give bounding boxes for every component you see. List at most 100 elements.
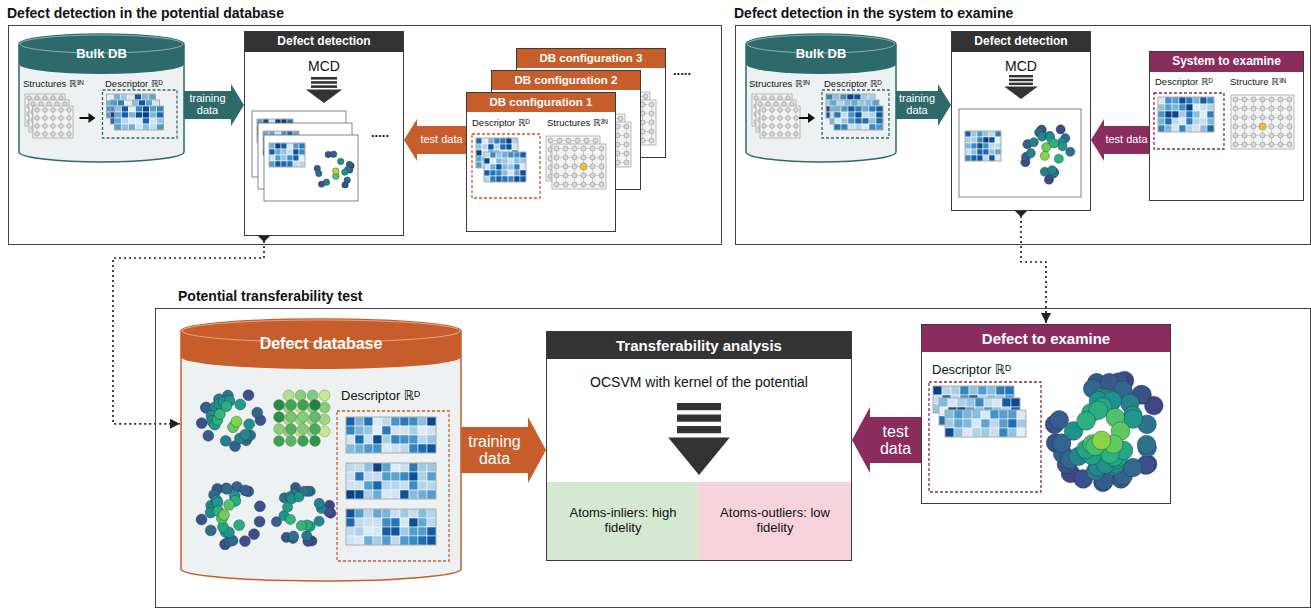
illustration-part	[981, 410, 990, 419]
illustration-part	[1260, 106, 1265, 111]
illustration-part	[373, 509, 382, 518]
illustration-part	[275, 143, 281, 149]
illustration-part	[31, 102, 35, 106]
illustration-part	[841, 118, 848, 124]
illustration-part	[293, 155, 299, 161]
illustration-part	[310, 436, 321, 447]
illustration-part	[391, 490, 400, 499]
illustration-part	[572, 164, 577, 169]
atomic-cluster	[271, 482, 336, 546]
illustration-part	[1193, 104, 1200, 111]
illustration-part	[418, 435, 427, 444]
illustration-part	[311, 85, 337, 88]
illustration-part	[977, 149, 983, 155]
illustration-part	[584, 138, 589, 143]
illustration-part	[391, 426, 400, 435]
illustration-part	[762, 96, 766, 100]
illustration-part	[400, 463, 409, 472]
illustration-part	[59, 96, 63, 100]
illustration-part	[981, 428, 990, 437]
illustration-part	[1251, 124, 1256, 129]
illustration-part	[364, 435, 373, 444]
node-text: Defect database	[181, 335, 461, 353]
structure-lattice	[760, 106, 800, 138]
illustration-part	[834, 112, 841, 118]
illustration-part	[1200, 97, 1207, 104]
illustration-part	[286, 412, 297, 423]
illustration-part	[1287, 124, 1292, 129]
illustration-part	[391, 472, 400, 481]
illustration-part	[983, 131, 989, 137]
illustration-part	[855, 112, 862, 118]
analysis-box: Atoms-inliers: high fidelityAtoms-outlie…	[546, 331, 852, 561]
illustration-part	[150, 124, 157, 130]
illustration-part	[118, 100, 125, 106]
text-slot: Defect detection in the potential databa…	[7, 5, 284, 21]
illustration-part	[35, 108, 39, 112]
header-text: Defect detection	[245, 32, 403, 52]
illustration-part	[1207, 118, 1214, 125]
illustration-part	[996, 386, 1005, 395]
illustration-part	[1158, 111, 1165, 118]
illustration-part	[51, 132, 55, 136]
examine-box: Defect to examineDescriptor ℝᴰ	[921, 324, 1171, 504]
illustration-part	[409, 527, 418, 536]
illustration-part	[563, 173, 568, 178]
illustration-part	[506, 138, 512, 144]
illustration-part	[35, 96, 39, 100]
illustration-part	[114, 94, 121, 100]
descriptor-heatmap	[346, 509, 436, 545]
illustration-part	[43, 96, 47, 100]
descriptor-heatmap	[965, 131, 1001, 161]
illustration-part	[1158, 97, 1165, 104]
illustration-part	[1242, 142, 1247, 147]
illustration-part	[778, 96, 782, 100]
illustration-part	[1287, 115, 1292, 120]
illustration-part	[830, 100, 879, 124]
illustration-part	[995, 131, 1001, 137]
descriptor-heatmap	[484, 152, 526, 182]
illustration-part	[115, 106, 164, 130]
illustration-part	[427, 509, 436, 518]
node-text: Descriptor ℝᴰ	[932, 363, 1052, 378]
structure-lattice	[552, 144, 606, 189]
illustration-part	[1026, 149, 1035, 158]
illustration-part	[43, 132, 47, 136]
illustration-part	[111, 100, 160, 124]
illustration-part	[346, 463, 355, 472]
illustration-part	[287, 149, 293, 155]
illustration-part	[400, 472, 409, 481]
illustration-part	[122, 118, 129, 124]
illustration-part	[581, 182, 586, 187]
illustration-part	[143, 112, 150, 118]
illustration-part	[830, 100, 879, 124]
edge-label: training data	[461, 433, 528, 468]
illustration-part	[373, 536, 382, 545]
illustration-part	[1242, 124, 1247, 129]
illustration-part	[1260, 142, 1265, 147]
flow-arrow	[668, 403, 730, 475]
illustration-part	[965, 131, 971, 137]
illustration-part	[983, 143, 989, 149]
illustration-part	[231, 416, 242, 427]
illustration-part	[286, 424, 297, 435]
illustration-part	[488, 144, 494, 150]
illustration-part	[1233, 133, 1238, 138]
illustration-part	[490, 170, 496, 176]
descriptor-heatmap	[115, 106, 164, 130]
illustration-part	[599, 173, 604, 178]
illustration-part	[778, 132, 782, 136]
illustration-part	[346, 481, 355, 490]
database-band	[19, 34, 184, 74]
node-text: Structure ℝ³ᴺ	[1230, 77, 1300, 88]
text-slot: training data	[184, 91, 231, 119]
illustration-part	[37, 110, 38, 134]
illustration-part	[1158, 97, 1214, 132]
illustration-part	[69, 110, 70, 134]
illustration-part	[136, 112, 143, 118]
atomic-cluster	[314, 151, 354, 188]
illustration-part	[758, 102, 762, 106]
illustration-part	[382, 463, 391, 472]
illustration-part	[572, 173, 577, 178]
